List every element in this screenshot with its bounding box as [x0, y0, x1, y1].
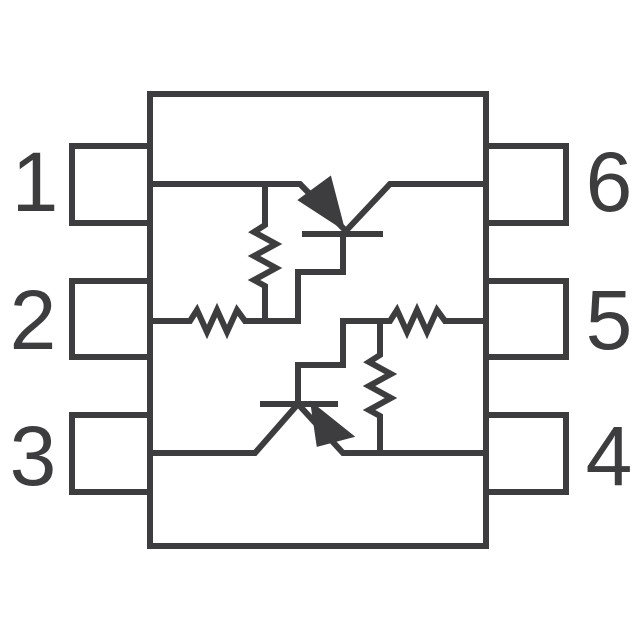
- pin2-input-resistor: [147, 302, 301, 340]
- pad-4: [483, 412, 569, 495]
- lower-base-lead: [295, 318, 346, 407]
- pin3-emitter-wire: [147, 399, 303, 456]
- upper-base-lead: [295, 231, 346, 324]
- pad-5: [483, 278, 569, 360]
- pad-2: [69, 278, 153, 360]
- pin5-input-resistor: [340, 302, 489, 340]
- pad-3: [69, 412, 153, 495]
- upper-vertical-resistor: [247, 181, 283, 324]
- lower-transistor: [147, 318, 489, 456]
- pin-label-3: 3: [9, 409, 57, 503]
- pin-label-6: 6: [585, 135, 633, 229]
- lower-vertical-resistor: [362, 318, 398, 456]
- lower-emitter-arrow: [309, 400, 356, 447]
- upper-emitter-arrow: [297, 175, 346, 232]
- pin-label-2: 2: [9, 273, 57, 367]
- pad-1: [69, 143, 153, 226]
- pin-label-4: 4: [585, 409, 633, 503]
- pin6-collector-wire: [338, 181, 489, 239]
- upper-transistor: [147, 175, 489, 324]
- pin-label-5: 5: [585, 273, 633, 367]
- pin-label-1: 1: [11, 135, 59, 229]
- pad-6: [483, 143, 569, 226]
